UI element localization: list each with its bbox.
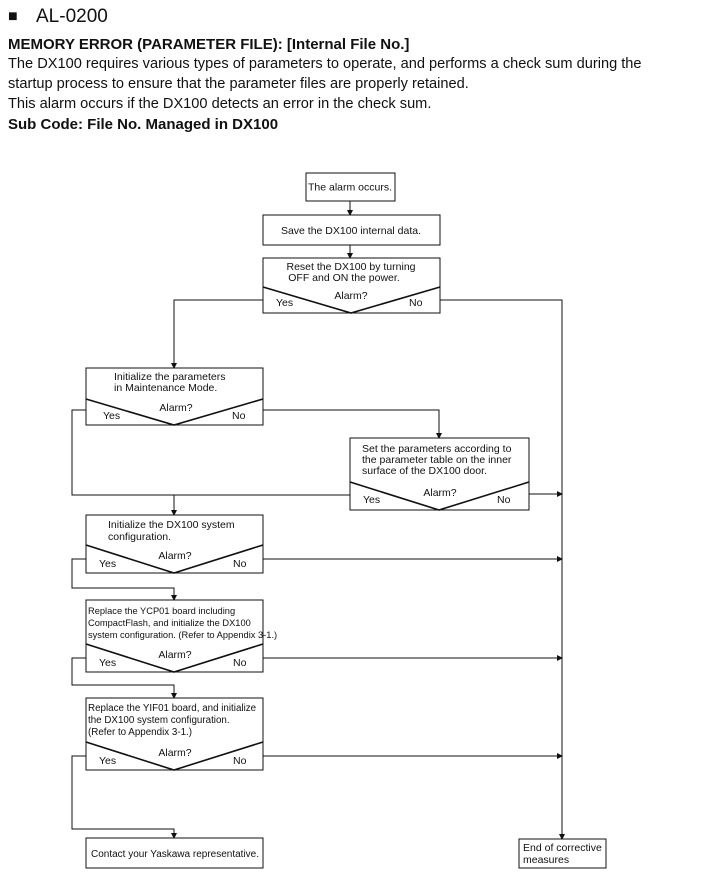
init-params-no-label: No: [232, 410, 246, 422]
init-params-decision: Initialize the parameters in Maintenance…: [85, 367, 264, 426]
replace-ycp01-line-1: Replace the YCP01 board including: [88, 606, 235, 616]
reset-yes-label: Yes: [276, 297, 293, 309]
description-line-2: startup process to ensure that the param…: [8, 76, 469, 92]
save-data-box: Save the DX100 internal data.: [262, 214, 441, 246]
set-params-line-3: surface of the DX100 door.: [362, 465, 487, 477]
reset-decision: Reset the DX100 by turning OFF and ON th…: [262, 257, 441, 314]
init-params-line-1: Initialize the parameters: [114, 371, 225, 383]
init-system-line-1: Initialize the DX100 system: [108, 519, 235, 531]
replace-yif01-alarm-label: Alarm?: [158, 747, 191, 759]
replace-ycp01-decision: Replace the YCP01 board including Compac…: [85, 599, 277, 673]
replace-ycp01-line-2: CompactFlash, and initialize the DX100: [88, 618, 251, 628]
init-params-yes-label: Yes: [103, 410, 120, 422]
init-system-line-2: configuration.: [108, 531, 171, 543]
init-system-alarm-label: Alarm?: [158, 550, 191, 562]
end-box: End of corrective measures: [518, 838, 607, 869]
square-bullet-icon: ■: [8, 8, 18, 25]
replace-ycp01-line-3: system configuration. (Refer to Appendix…: [88, 630, 277, 640]
contact-text: Contact your Yaskawa representative.: [91, 849, 259, 860]
set-params-line-2: the parameter table on the inner: [362, 454, 512, 466]
replace-ycp01-alarm-label: Alarm?: [158, 649, 191, 661]
save-data-text: Save the DX100 internal data.: [281, 225, 421, 237]
replace-ycp01-yes-label: Yes: [99, 657, 116, 669]
set-params-no-label: No: [497, 494, 511, 506]
alarm-code: AL-0200: [36, 6, 108, 27]
set-params-line-1: Set the parameters according to: [362, 443, 512, 455]
replace-yif01-decision: Replace the YIF01 board, and initialize …: [85, 697, 264, 771]
reset-alarm-label: Alarm?: [334, 290, 367, 302]
description-line-1: The DX100 requires various types of para…: [8, 56, 642, 72]
set-params-yes-label: Yes: [363, 494, 380, 506]
end-text-line-1: End of corrective: [523, 842, 602, 854]
reset-no-label: No: [409, 297, 423, 309]
init-params-line-2: in Maintenance Mode.: [114, 382, 217, 394]
start-box: The alarm occurs.: [305, 172, 396, 202]
description-line-3: This alarm occurs if the DX100 detects a…: [8, 96, 432, 112]
alarm-header: ■ AL-0200 MEMORY ERROR (PARAMETER FILE): …: [8, 6, 714, 134]
alarm-title: MEMORY ERROR (PARAMETER FILE): [Internal…: [8, 36, 410, 53]
start-box-text: The alarm occurs.: [308, 182, 392, 194]
replace-yif01-line-2: the DX100 system configuration.: [88, 715, 230, 726]
contact-box: Contact your Yaskawa representative.: [85, 837, 264, 869]
reset-text-line-1: Reset the DX100 by turning: [287, 261, 416, 273]
sub-code: Sub Code: File No. Managed in DX100: [8, 116, 279, 133]
init-system-yes-label: Yes: [99, 558, 116, 570]
set-params-decision: Set the parameters according to the para…: [349, 437, 530, 511]
alarm-code-line: ■ AL-0200: [8, 6, 714, 30]
set-params-alarm-label: Alarm?: [423, 487, 456, 499]
replace-yif01-line-1: Replace the YIF01 board, and initialize: [88, 703, 257, 714]
replace-yif01-line-3: (Refer to Appendix 3-1.): [88, 727, 192, 738]
init-system-decision: Initialize the DX100 system configuratio…: [85, 514, 264, 574]
replace-ycp01-no-label: No: [233, 657, 247, 669]
replace-yif01-yes-label: Yes: [99, 755, 116, 767]
connector-lines: [71, 201, 565, 840]
init-system-no-label: No: [233, 558, 247, 570]
reset-text-line-2: OFF and ON the power.: [288, 272, 399, 284]
replace-yif01-no-label: No: [233, 755, 247, 767]
init-params-alarm-label: Alarm?: [159, 402, 192, 414]
end-text-line-2: measures: [523, 854, 569, 866]
